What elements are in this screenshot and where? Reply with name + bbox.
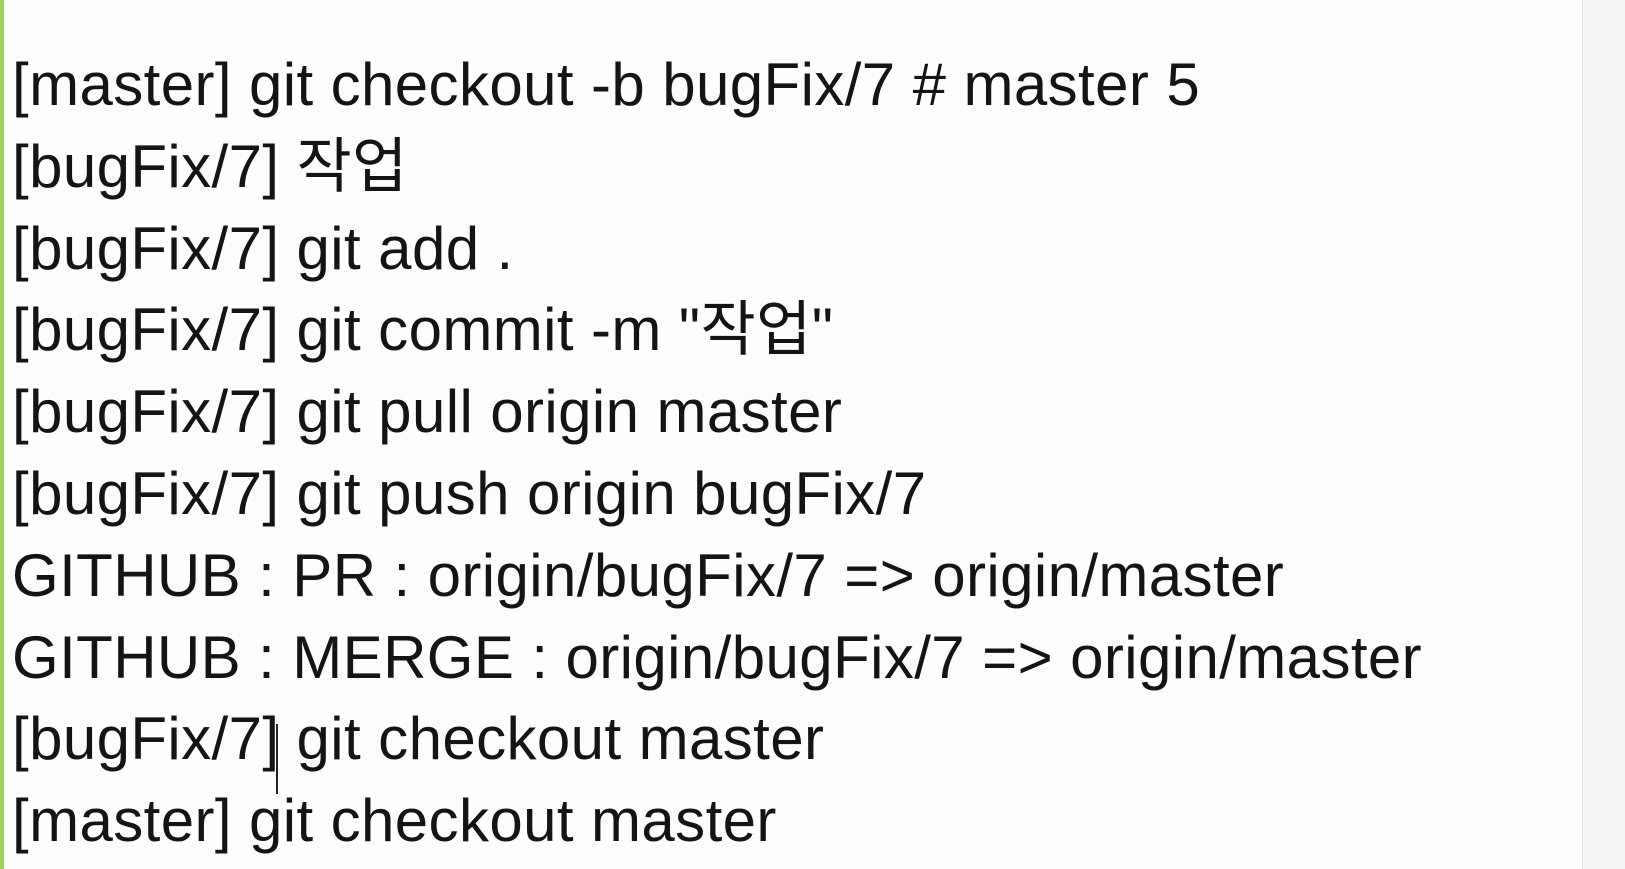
code-line-6[interactable]: [bugFix/7] git push origin bugFix/7 xyxy=(12,459,927,527)
code-line-8[interactable]: GITHUB : MERGE : origin/bugFix/7 => orig… xyxy=(12,623,1423,691)
code-line-7[interactable]: GITHUB : PR : origin/bugFix/7 => origin/… xyxy=(12,541,1285,609)
code-line-4[interactable]: [bugFix/7] git commit -m "작업" xyxy=(12,296,834,364)
editor-left-border xyxy=(0,0,4,869)
editor-text-area[interactable]: [master] git checkout -b bugFix/7 # mast… xyxy=(12,44,1572,862)
code-line-9[interactable]: [bugFix/7] git checkout master xyxy=(12,705,825,773)
text-cursor xyxy=(276,724,278,794)
code-line-2[interactable]: [bugFix/7] 작업 xyxy=(12,132,408,200)
editor-right-edge xyxy=(1582,0,1625,869)
code-line-1[interactable]: [master] git checkout -b bugFix/7 # mast… xyxy=(12,51,1201,118)
code-line-10[interactable]: [master] git checkout master xyxy=(12,787,777,855)
code-line-5[interactable]: [bugFix/7] git pull origin master xyxy=(12,378,843,446)
code-line-3[interactable]: [bugFix/7] git add . xyxy=(12,214,514,282)
